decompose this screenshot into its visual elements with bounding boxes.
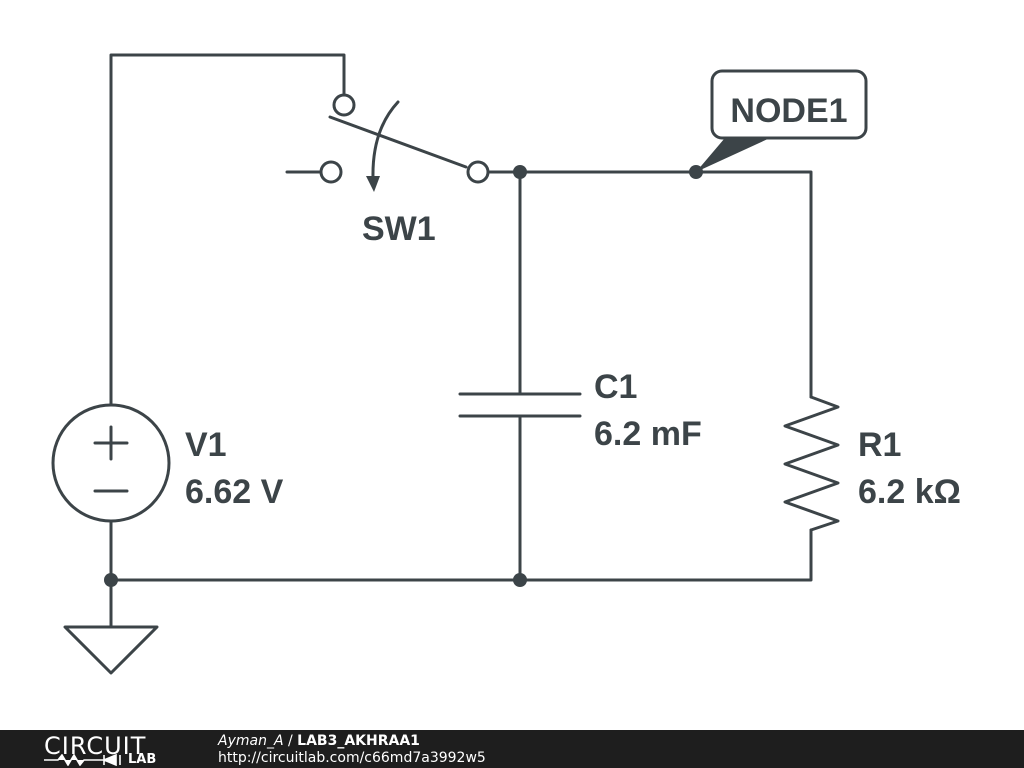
resistor-value-label: 6.2 kΩ	[858, 473, 961, 511]
junction-dot-top	[513, 165, 527, 179]
source-name-label: V1	[185, 426, 227, 464]
voltage-source-v1	[51, 403, 171, 523]
source-value-label: 6.62 V	[185, 473, 284, 511]
junction-dot-bottom-mid	[513, 573, 527, 587]
author-name[interactable]: Ayman_A	[218, 733, 284, 749]
wire-bottom	[109, 520, 813, 582]
footer-bar: CIRCUIT LAB Ayman_A / LAB3_AKHRAA1 http:…	[0, 730, 1024, 768]
junction-dot-bottom-left	[104, 573, 118, 587]
project-url[interactable]: http://circuitlab.com/c66md7a3992w5	[218, 750, 486, 766]
circuit-schematic: NODE1 SW1 V1 6.62 V C1 6.2 mF R1 6.2 kΩ	[51, 53, 961, 675]
project-name[interactable]: LAB3_AKHRAA1	[297, 733, 420, 749]
author-line: Ayman_A / LAB3_AKHRAA1	[218, 733, 420, 749]
resistor-logo-icon	[44, 754, 121, 766]
resistor-r1	[783, 395, 840, 532]
wire-switch-to-node	[487, 170, 813, 399]
resistor-name-label: R1	[858, 426, 901, 464]
circuitlab-logo-lab: LAB	[128, 752, 157, 767]
node1-label: NODE1	[696, 69, 868, 172]
wire-left-top	[109, 53, 346, 407]
capacitor-value-label: 6.2 mF	[594, 415, 702, 453]
switch-label: SW1	[362, 210, 436, 248]
switch-sw1	[319, 93, 490, 192]
capacitor-name-label: C1	[594, 368, 637, 406]
capacitor-c1	[458, 392, 582, 418]
path-separator: /	[287, 733, 293, 749]
node1-text: NODE1	[730, 92, 847, 130]
ground-symbol	[63, 625, 159, 675]
